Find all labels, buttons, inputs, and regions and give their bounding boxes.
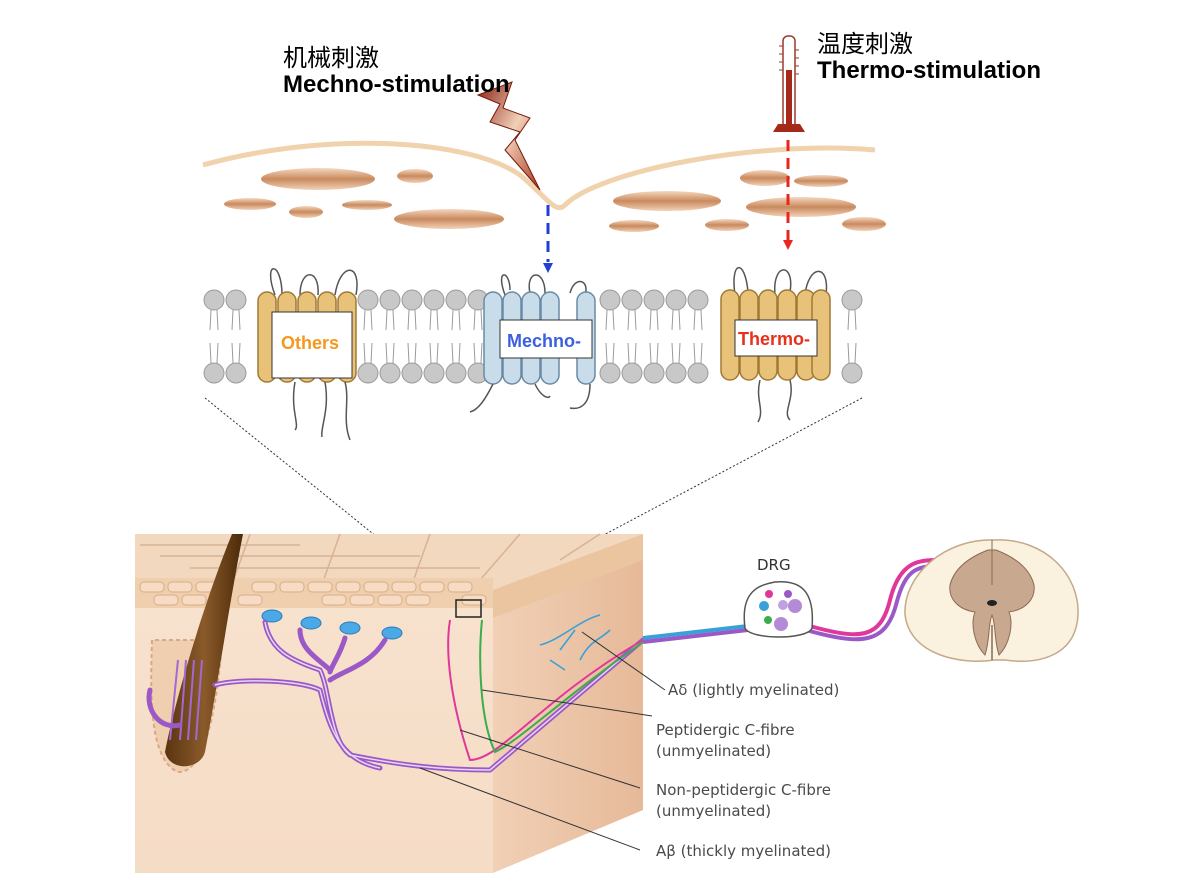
adelta-fibre [539,614,611,671]
lipid-tail [209,342,219,364]
lipid-tail [671,342,681,364]
lipid-tail [363,309,373,331]
lipid-tail [605,342,615,364]
lipid-tail [385,342,395,364]
drg-label: DRG [757,556,791,574]
lipid-tail [473,309,483,331]
lipid-head [379,362,401,384]
lipid-tail [627,309,637,331]
thermo-arrowhead [783,240,793,250]
zoom-box [455,599,482,618]
lipid-head [665,289,687,311]
lipid-head [841,289,863,311]
lipid-head [445,289,467,311]
spinal-cord [904,539,1079,662]
thermo-channel [720,266,831,423]
lipid-tail [847,342,857,364]
lipid-head [225,289,247,311]
lipid-tail [407,342,417,364]
lipid-tail [847,309,857,331]
lipid-head [643,289,665,311]
thermo-channel-label: Thermo- [738,329,810,349]
mechano-channel [469,274,596,413]
lipid-head [687,362,709,384]
lipid-head [621,289,643,311]
lipid-head [379,289,401,311]
thermometer-icon [773,35,805,132]
fibre-label-line: (unmyelinated) [656,802,772,820]
lipid-tail [451,309,461,331]
lipid-head [225,362,247,384]
fibre-label-nonpeptidergic: Non-peptidergic C-fibre (unmyelinated) [656,780,831,822]
lipid-head [357,289,379,311]
thermo-stimulus-en-label: Thermo-stimulation [817,57,1042,84]
fibre-label-line: Peptidergic C-fibre [656,721,795,739]
mechano-arrowhead [543,263,553,273]
lipid-tail [627,342,637,364]
fibre-label-peptidergic: Peptidergic C-fibre (unmyelinated) [656,720,795,762]
abeta-fibre-inner [214,621,644,771]
lipid-tail [429,342,439,364]
lipid-head [203,362,225,384]
lipid-tail [473,342,483,364]
lightning-bolt-icon [476,81,541,191]
mechano-stimulus-cn-label: 机械刺激 [283,44,379,72]
lipid-head [401,289,423,311]
skin-block [135,533,643,873]
lipid-head [643,362,665,384]
lipid-tail [693,342,703,364]
epidermal-cells [224,168,886,232]
lipid-head [687,289,709,311]
skin-surface-line [202,140,876,211]
lipid-tail [649,309,659,331]
drg-ganglion [743,581,814,638]
lipid-tail [231,342,241,364]
lipid-head [841,362,863,384]
thermo-stimulus-cn-label: 温度刺激 [817,30,913,58]
lipid-tail [231,309,241,331]
lipid-head [665,362,687,384]
lipid-tail [671,309,681,331]
lipid-tail [363,342,373,364]
fibre-label-line: (unmyelinated) [656,742,772,760]
lipid-head [423,362,445,384]
lipid-head [357,362,379,384]
lipid-head [445,362,467,384]
others-channel-label: Others [281,333,340,353]
merkel-cells [261,609,403,640]
peptidergic-c-fibre [447,619,644,762]
others-channel [257,268,358,441]
lipid-tail [407,309,417,331]
nonpeptidergic-c-fibre [479,619,644,754]
fibre-label-line: Non-peptidergic C-fibre [656,781,831,799]
lipid-tail [429,309,439,331]
lipid-head [423,289,445,311]
lipid-tail [451,342,461,364]
lipid-head [599,289,621,311]
fibre-label-line: Aδ (lightly myelinated) [668,681,840,699]
mechano-channel-label: Mechno- [507,331,581,351]
lipid-head [401,362,423,384]
fibre-label-abeta: Aβ (thickly myelinated) [656,841,831,862]
lipid-tail [209,309,219,331]
nerve-bundle [642,558,946,644]
zoom-line-left [204,397,456,601]
mechano-stimulus-en-label: Mechno-stimulation [283,71,510,98]
membrane-bilayer [203,289,863,384]
lipid-tail [693,309,703,331]
lipid-head [203,289,225,311]
fibre-label-adelta: Aδ (lightly myelinated) [668,680,839,701]
fibre-label-line: Aβ (thickly myelinated) [656,842,831,860]
lipid-tail [385,309,395,331]
lipid-tail [649,342,659,364]
lipid-head [599,362,621,384]
lipid-tail [605,309,615,331]
leader-lines [419,631,666,851]
lipid-head [621,362,643,384]
